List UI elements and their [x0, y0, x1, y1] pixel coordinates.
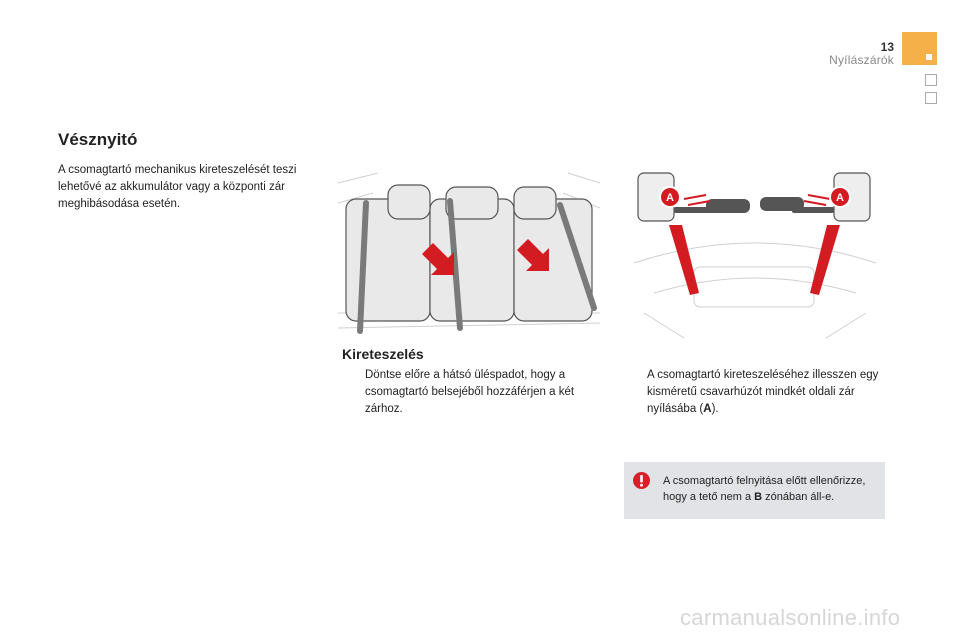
chapter-tab[interactable] [925, 92, 937, 104]
warning-text-bold: B [754, 491, 763, 503]
step-item: A csomagtartó kireteszeléséhez illesszen… [624, 367, 886, 427]
warning-text-main: A csomagtartó felnyitása előtt ellenőriz… [663, 475, 866, 503]
page-number: 13 [880, 40, 894, 54]
tab-dot [926, 54, 932, 60]
section-heading: Kireteszelés [342, 346, 424, 362]
step-item: Döntse előre a hátsó üléspadot, hogy a c… [342, 367, 602, 427]
warning-text: A csomagtartó felnyitása előtt ellenőriz… [663, 473, 881, 505]
trunk-lock-illustration: A A [624, 163, 886, 339]
page-heading: Vésznyitó [58, 130, 138, 149]
intro-paragraph: A csomagtartó mechanikus kireteszelését … [58, 164, 297, 210]
rear-seat-illustration [338, 163, 600, 339]
step-text-bold: A [703, 403, 712, 415]
step-text-end: ). [711, 403, 719, 415]
step-text-main: A csomagtartó kireteszeléséhez illesszen… [647, 369, 879, 415]
warning-note: A csomagtartó felnyitása előtt ellenőriz… [624, 462, 885, 519]
warning-icon [633, 472, 650, 489]
warning-text-end: zónában áll-e. [762, 491, 835, 503]
chapter-tab[interactable] [925, 74, 937, 86]
lock-marker-right: A [836, 192, 844, 204]
step-text: A csomagtartó kireteszeléséhez illesszen… [647, 367, 883, 418]
chapter-tab-active[interactable] [902, 32, 937, 65]
watermark: carmanualsonline.info [680, 605, 901, 630]
section-title: Nyílászárók [829, 53, 894, 67]
step-text: Döntse előre a hátsó üléspadot, hogy a c… [365, 369, 575, 415]
lock-marker-left: A [666, 192, 674, 204]
